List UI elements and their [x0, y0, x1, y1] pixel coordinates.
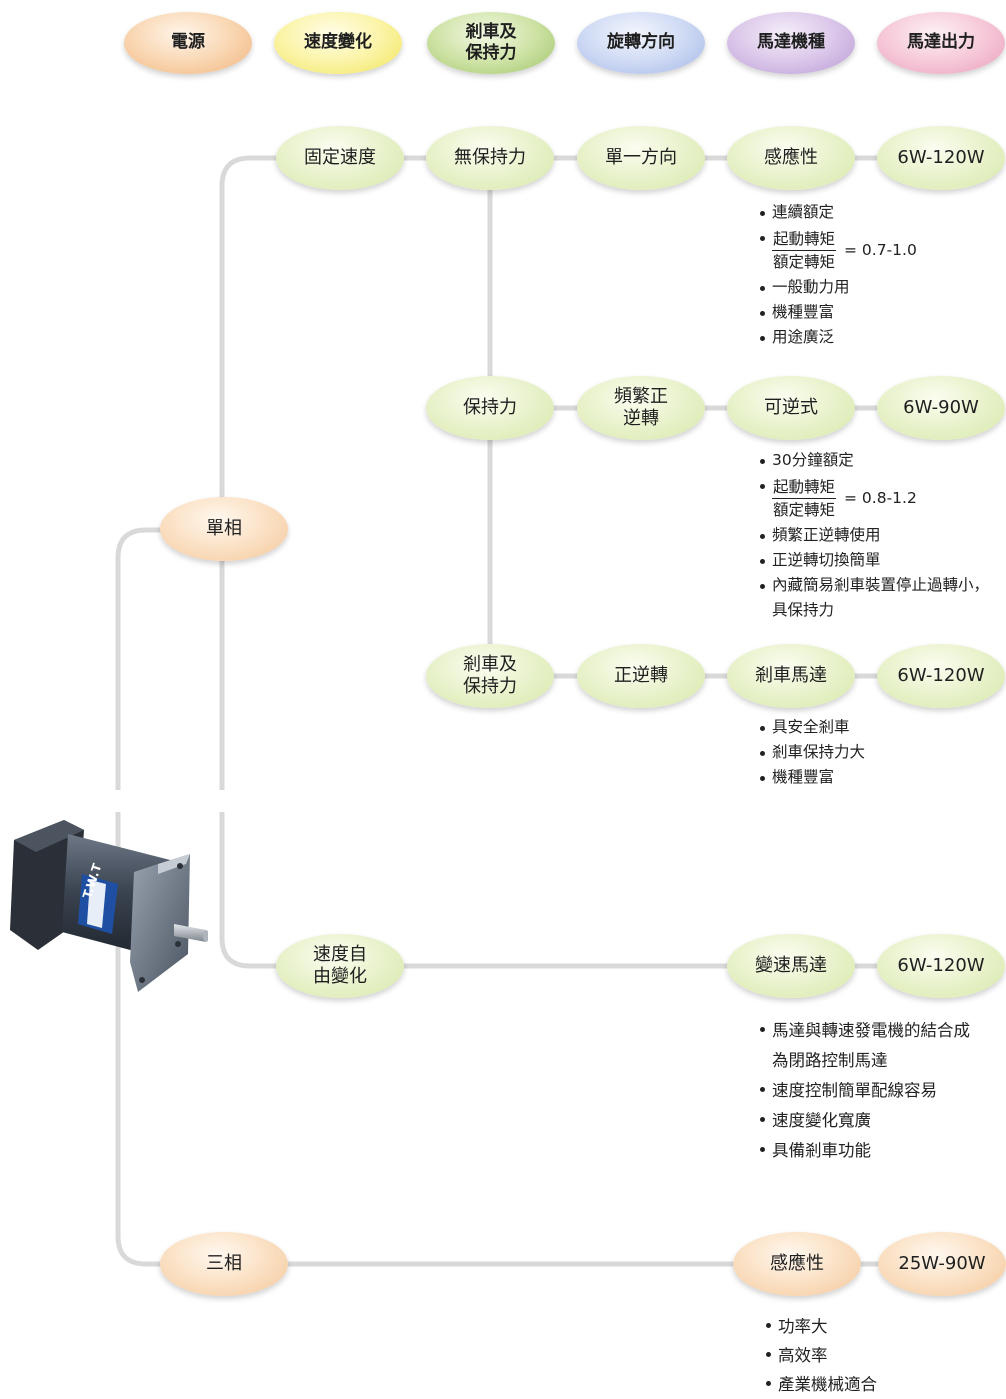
- node-output-brake: 6W-120W: [877, 644, 1005, 708]
- note-item: 30分鐘額定: [758, 448, 989, 473]
- node-holding: 保持力: [426, 376, 554, 440]
- note-continuation: 具保持力: [772, 601, 835, 619]
- note-item: 剎車保持力大: [758, 740, 865, 765]
- note-item: 正逆轉切換簡單: [758, 548, 989, 573]
- node-fixed-speed: 固定速度: [276, 126, 404, 190]
- fraction-numerator: 起動轉矩: [772, 476, 837, 499]
- note-torque-ratio: 起動轉矩 額定轉矩 = 0.7-1.0: [758, 225, 917, 275]
- notes-variable: 馬達與轉速發電機的結合成 為閉路控制馬達 速度控制簡單配線容易 速度變化寬廣 具…: [758, 1016, 970, 1166]
- fraction-denominator: 額定轉矩: [773, 252, 836, 271]
- motor-image: [10, 820, 208, 992]
- node-reversible-direction: 正逆轉: [577, 644, 705, 708]
- fraction-numerator: 起動轉矩: [772, 228, 837, 251]
- node-brake-holding: 剎車及 保持力: [426, 644, 554, 708]
- note-item: 機種豐富: [758, 300, 917, 325]
- node-no-holding: 無保持力: [426, 126, 554, 190]
- header-motor-output: 馬達出力: [877, 12, 1005, 74]
- node-three-phase: 三相: [160, 1232, 288, 1296]
- note-continuation: 為閉路控制馬達: [772, 1051, 888, 1070]
- node-frequent-reversal: 頻繁正 逆轉: [577, 376, 705, 440]
- node-three-phase-induction-motor: 感應性: [733, 1232, 861, 1296]
- ratio-value: = 0.7-1.0: [844, 240, 917, 259]
- note-item: 速度變化寬廣: [758, 1106, 970, 1136]
- header-brake-holding: 剎車及 保持力: [427, 12, 555, 74]
- node-variable-speed: 速度自 由變化: [276, 934, 404, 998]
- notes-induction: 連續額定 起動轉矩 額定轉矩 = 0.7-1.0 一般動力用 機種豐富 用途廣泛: [758, 200, 917, 350]
- node-variable-speed-motor: 變速馬達: [727, 934, 855, 998]
- note-item: 產業機械適合: [764, 1370, 877, 1399]
- note-item: 一般動力用: [758, 275, 917, 300]
- torque-fraction: 起動轉矩 額定轉矩: [772, 476, 837, 521]
- note-item: 馬達與轉速發電機的結合成: [758, 1016, 970, 1046]
- torque-fraction: 起動轉矩 額定轉矩: [772, 228, 837, 273]
- note-item: 功率大: [764, 1312, 877, 1341]
- note-item: 速度控制簡單配線容易: [758, 1076, 970, 1106]
- note-item: 具備剎車功能: [758, 1136, 970, 1166]
- node-single-phase: 單相: [160, 497, 288, 561]
- node-induction-motor: 感應性: [727, 126, 855, 190]
- note-item: 用途廣泛: [758, 325, 917, 350]
- header-motor-type: 馬達機種: [727, 12, 855, 74]
- note-torque-ratio: 起動轉矩 額定轉矩 = 0.8-1.2: [758, 473, 989, 523]
- node-output-reversible: 6W-90W: [877, 376, 1005, 440]
- node-output-induction: 6W-120W: [877, 126, 1005, 190]
- node-output-variable: 6W-120W: [877, 934, 1005, 998]
- note-item: 連續額定: [758, 200, 917, 225]
- node-brake-motor: 剎車馬達: [727, 644, 855, 708]
- note-item: 內藏簡易剎車裝置停止過轉小，: [758, 573, 989, 598]
- fraction-denominator: 額定轉矩: [773, 500, 836, 519]
- note-item: 具安全剎車: [758, 715, 865, 740]
- header-power: 電源: [124, 12, 252, 74]
- notes-brake: 具安全剎車 剎車保持力大 機種豐富: [758, 715, 865, 790]
- node-single-direction: 單一方向: [577, 126, 705, 190]
- note-item: 頻繁正逆轉使用: [758, 523, 989, 548]
- node-output-three-phase: 25W-90W: [878, 1232, 1006, 1296]
- node-reversible-motor: 可逆式: [727, 376, 855, 440]
- header-rotation-direction: 旋轉方向: [577, 12, 705, 74]
- notes-reversible: 30分鐘額定 起動轉矩 額定轉矩 = 0.8-1.2 頻繁正逆轉使用 正逆轉切換…: [758, 448, 989, 623]
- notes-three-phase: 功率大 高效率 產業機械適合: [764, 1312, 877, 1399]
- header-speed-change: 速度變化: [274, 12, 402, 74]
- note-item: 機種豐富: [758, 765, 865, 790]
- note-item: 高效率: [764, 1341, 877, 1370]
- ratio-value: = 0.8-1.2: [844, 488, 917, 507]
